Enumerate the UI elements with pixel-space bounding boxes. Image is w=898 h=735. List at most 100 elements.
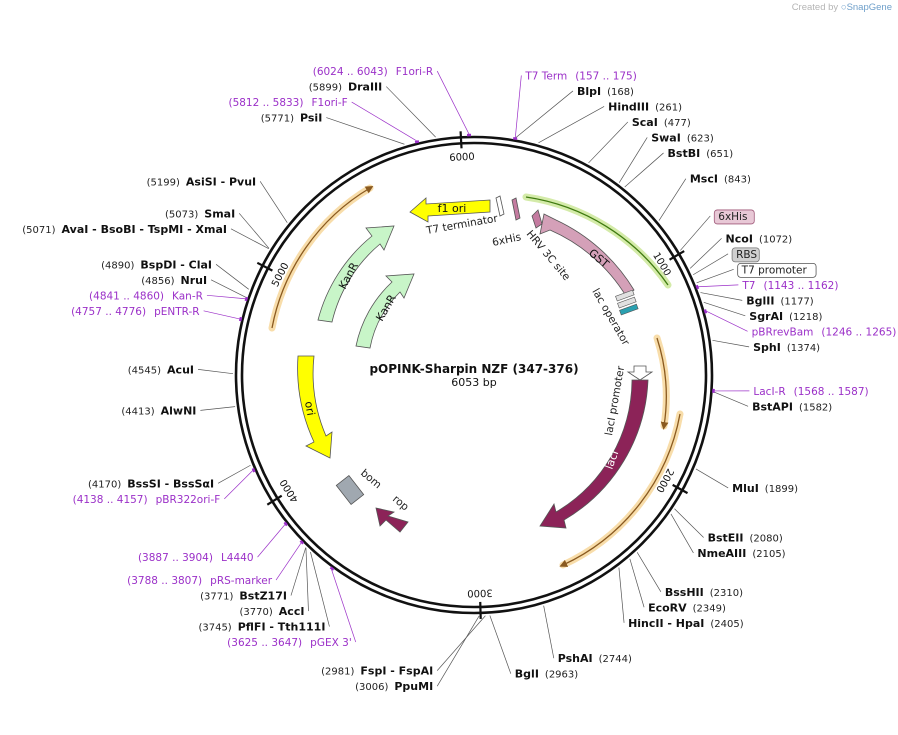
primer-site-marks <box>238 133 715 571</box>
enzyme-site: EcoRV(2349) <box>648 601 726 614</box>
enzyme-label: (3770)AccI <box>240 605 305 618</box>
leader-line <box>206 294 246 300</box>
leader-line <box>217 464 251 484</box>
enzyme-site: (4890)BspDI - ClaI <box>101 258 212 271</box>
tick-mark <box>256 261 273 272</box>
leader-line <box>515 90 574 138</box>
tick-label: 6000 <box>449 152 475 164</box>
plasmid-backbone <box>234 135 714 615</box>
enzyme-label: BssHII(2310) <box>665 586 743 599</box>
leader-line <box>215 264 249 290</box>
leader-line <box>538 106 605 144</box>
primer-label-text: (5812 .. 5833)F1ori-F <box>228 97 347 109</box>
feature-label-rop: rop <box>390 493 411 513</box>
primer-label-text: (4138 .. 4157)pBR322ori-F <box>73 494 221 506</box>
enzyme-label: SgrAI(1218) <box>749 310 822 323</box>
enzyme-site: (3771)BstZ17I <box>200 590 287 603</box>
leader-line <box>351 101 417 142</box>
leader-line <box>259 181 288 223</box>
enzyme-site: BglI(2963) <box>515 668 578 681</box>
primer-label-text: (4841 .. 4860)Kan-R <box>89 290 203 302</box>
enzyme-label: EcoRV(2349) <box>648 601 726 614</box>
leader-line <box>305 547 309 612</box>
leader-line <box>689 238 722 269</box>
primer-label-text: (4757 .. 4776)pENTR-R <box>71 306 200 318</box>
feature-box-text: RBS <box>736 249 757 261</box>
feature-label-bom: bom <box>358 467 384 491</box>
enzyme-site: HincII - HpaI(2405) <box>628 617 744 630</box>
enzyme-label: (5071)AvaI - BsoBI - TspMI - XmaI <box>22 223 227 236</box>
leader-line <box>624 152 664 188</box>
leader-line <box>670 513 694 554</box>
feature-box-label: RBS <box>731 247 760 263</box>
leader-line <box>224 470 253 500</box>
annotation-labels: (5899)DraIII(5771)PsiIBlpI(168)HindIII(2… <box>22 66 896 693</box>
feature-label-laci-promoter: lacI promoter <box>603 365 627 437</box>
tick-mark <box>668 250 685 261</box>
leader-line <box>692 253 729 276</box>
enzyme-label: (3745)PflFI - Tth111I <box>198 621 325 634</box>
enzyme-label: (5771)PsiI <box>261 112 323 125</box>
primer-label-text: (3788 .. 3807)pRS-marker <box>127 575 273 587</box>
primer-label: (3788 .. 3807)pRS-marker <box>127 575 273 587</box>
enzyme-label: ScaI(477) <box>632 116 691 129</box>
enzyme-label: MluI(1899) <box>732 482 798 495</box>
feature-label-t7-terminator: T7 terminator <box>424 212 499 237</box>
leader-line <box>680 215 711 251</box>
primer-label: (3887 .. 3904)L4440 <box>138 552 254 564</box>
tick-mark <box>672 483 689 495</box>
primer-label-text: T7(1143 .. 1162) <box>741 280 838 292</box>
feature-lac-operator: lac operator <box>589 287 639 348</box>
enzyme-label: BstEII(2080) <box>708 531 783 544</box>
enzyme-site: BstBI(651) <box>668 147 734 160</box>
primer-site <box>299 539 305 545</box>
enzyme-site: (5771)PsiI <box>261 112 323 125</box>
primer-site <box>703 309 708 314</box>
enzyme-label: SwaI(623) <box>651 131 714 144</box>
enzyme-site: NmeAIII(2105) <box>697 547 785 560</box>
leader-line <box>331 569 357 643</box>
enzyme-site: (5073)SmaI <box>165 207 235 220</box>
primer-label: (4841 .. 4860)Kan-R <box>89 290 203 302</box>
leader-line <box>618 137 648 183</box>
leader-line <box>514 75 522 138</box>
feature-kanr-inner: KanR <box>355 273 415 349</box>
leader-line <box>629 558 645 608</box>
feature-bom: bom <box>335 467 384 505</box>
leader-line <box>436 615 486 671</box>
primer-site <box>251 467 256 473</box>
primer-label: (6024 .. 6043)F1ori-R <box>313 66 433 78</box>
leader-line <box>436 70 470 135</box>
enzyme-site: PshAI(2744) <box>558 652 632 665</box>
enzyme-label: HindIII(261) <box>608 100 682 113</box>
leader-line <box>698 284 739 288</box>
leader-line <box>230 228 269 250</box>
enzyme-site: (4170)BssSI - BssSαI <box>88 477 214 490</box>
leader-line <box>200 406 236 411</box>
enzyme-site: (2981)FspI - FspAI <box>321 665 433 678</box>
enzyme-label: MscI(843) <box>690 173 751 186</box>
primer-label-text: LacI-R(1568 .. 1587) <box>753 386 868 398</box>
enzyme-label: (5199)AsiSI - PvuI <box>147 175 257 188</box>
enzyme-label: BglI(2963) <box>515 668 578 681</box>
enzyme-site: MluI(1899) <box>732 482 798 495</box>
primer-site <box>695 284 700 290</box>
enzyme-site: (5899)DraIII <box>309 81 383 94</box>
leader-line <box>674 508 704 538</box>
primer-label: (4138 .. 4157)pBR322ori-F <box>73 494 221 506</box>
leader-line <box>636 552 662 592</box>
primer-label: LacI-R(1568 .. 1587) <box>753 386 868 398</box>
feature-label-6xhis: 6xHis <box>491 231 522 249</box>
leader-line <box>543 605 555 659</box>
enzyme-site: SphI(1374) <box>753 341 820 354</box>
enzyme-label: PshAI(2744) <box>558 652 632 665</box>
enzyme-label: (4890)BspDI - ClaI <box>101 258 212 271</box>
leader-line <box>203 310 240 320</box>
enzyme-site: SwaI(623) <box>651 131 714 144</box>
feature-label-laci: lacI <box>603 449 622 471</box>
feature-label-ori: ori <box>302 400 317 416</box>
leader-line <box>210 279 247 298</box>
leader-line <box>238 213 270 249</box>
leader-line <box>658 178 687 221</box>
enzyme-label: BstBI(651) <box>668 147 734 160</box>
